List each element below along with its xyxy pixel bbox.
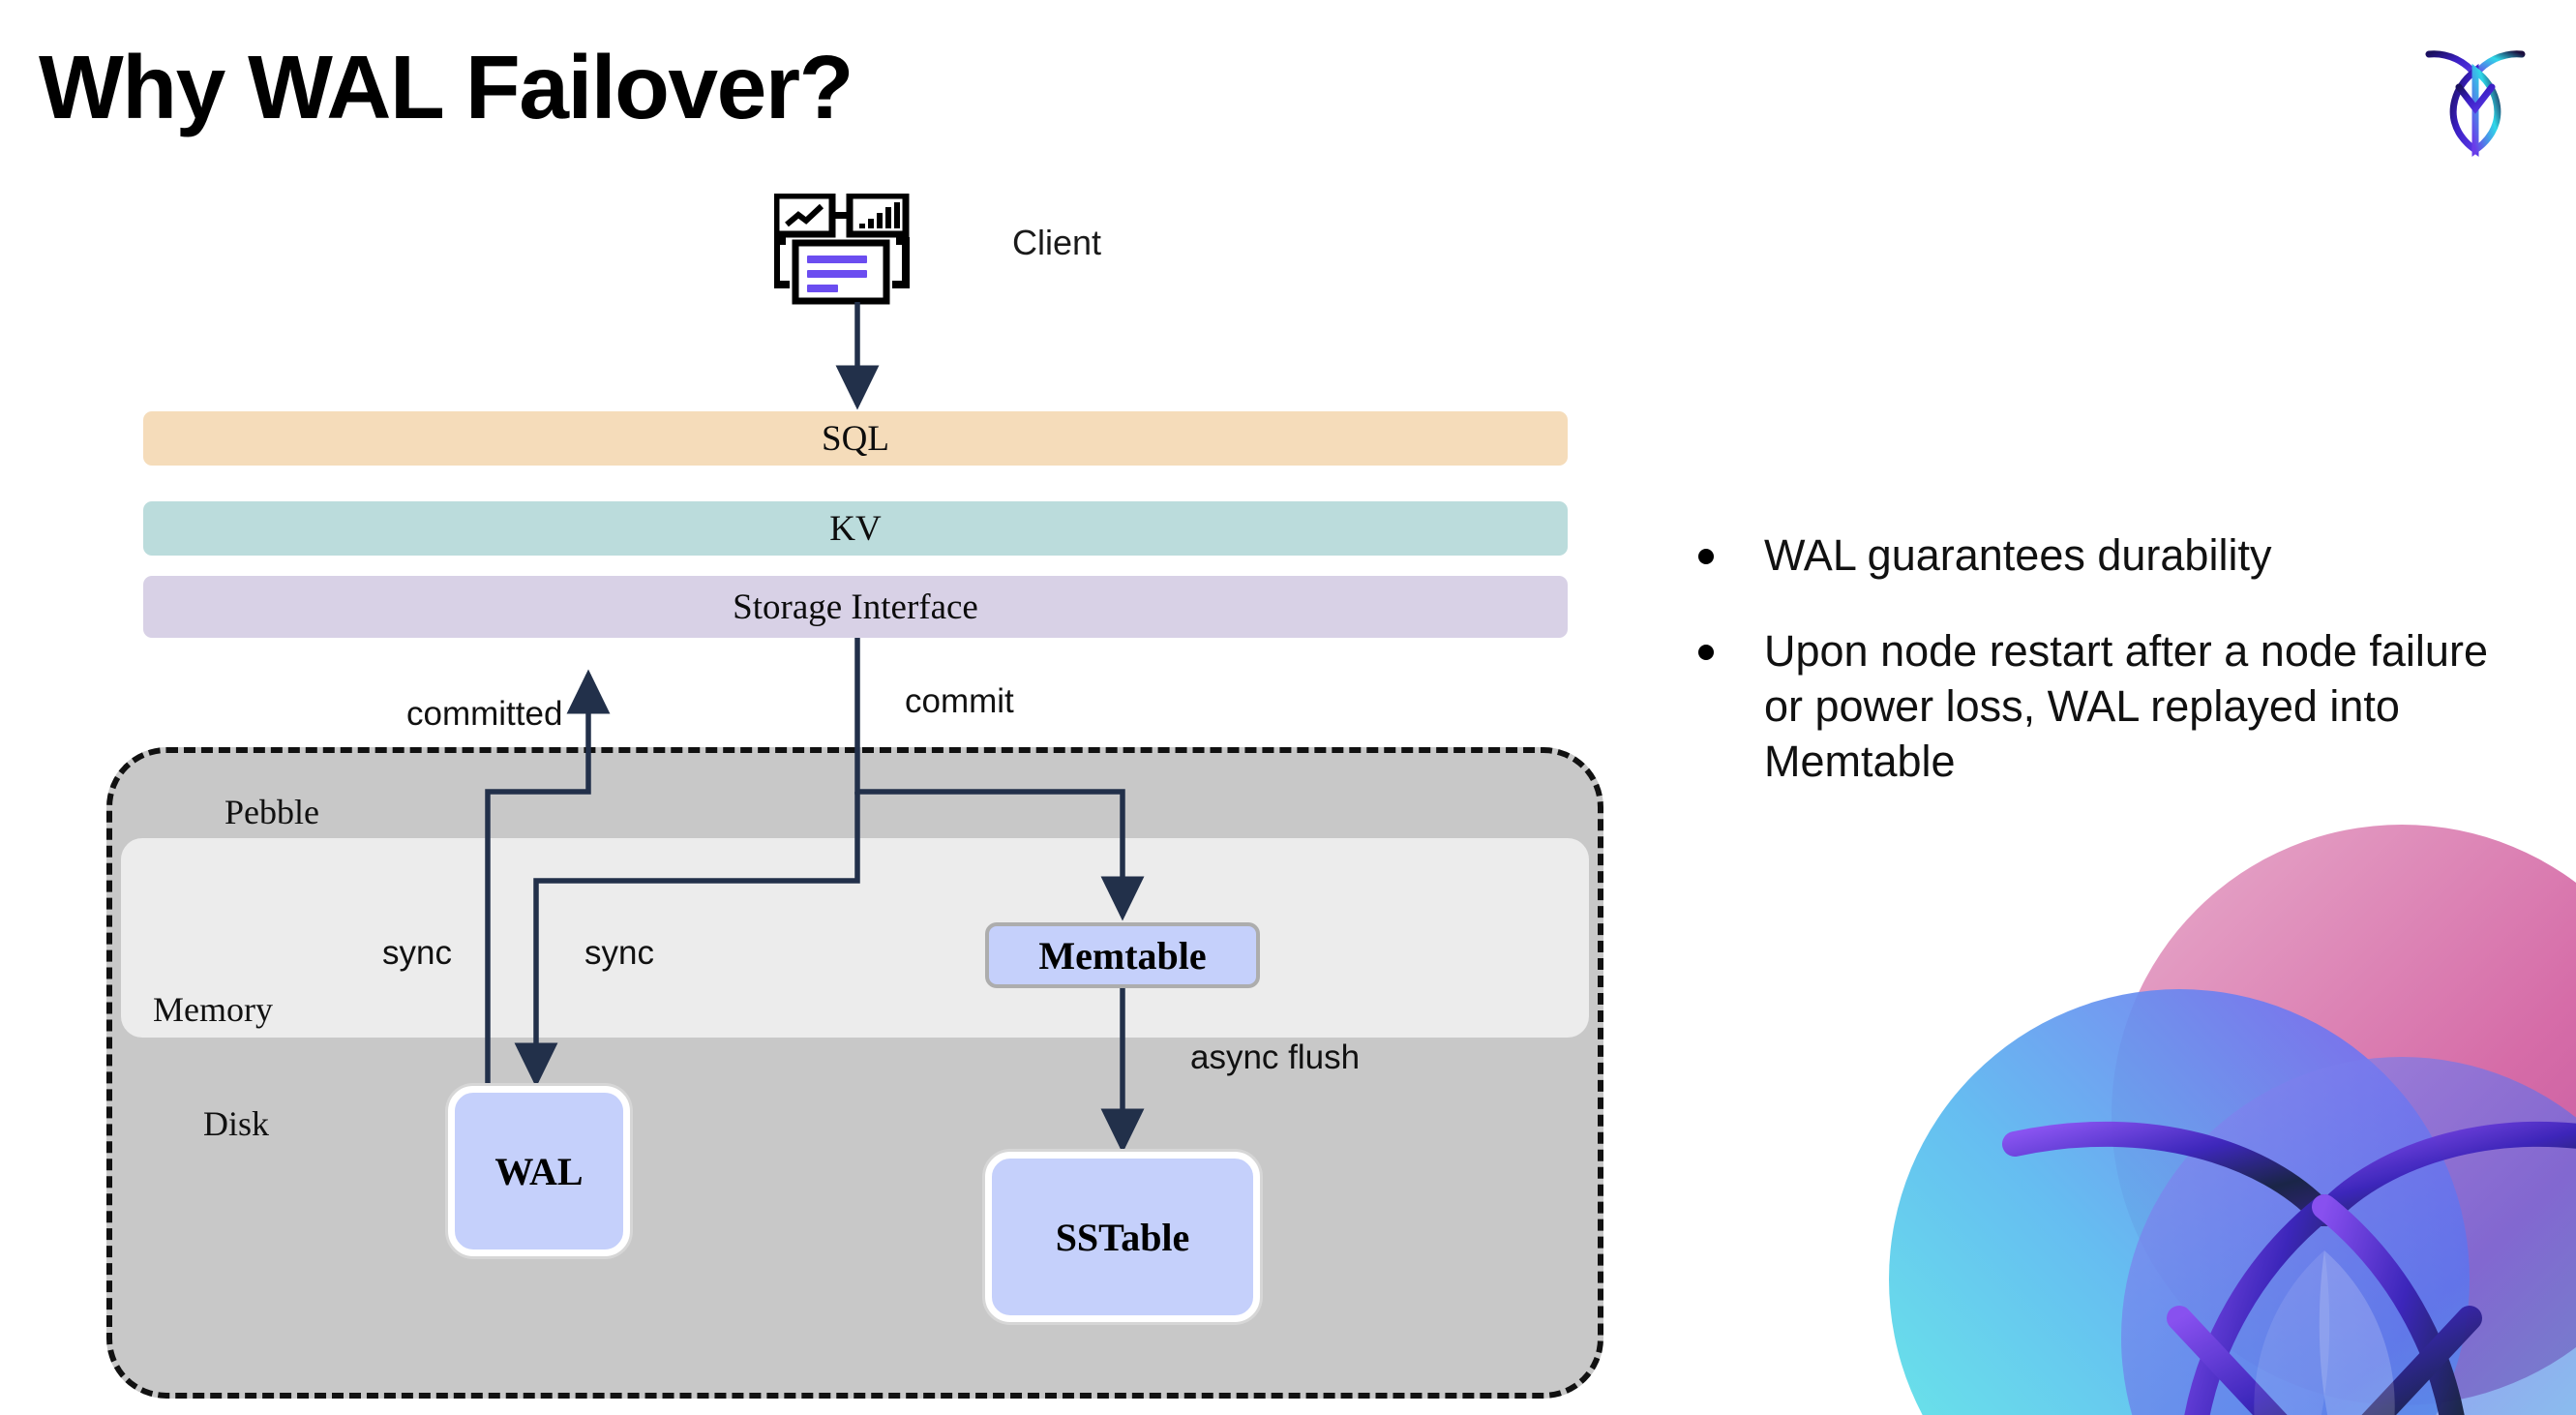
notes-list: WAL guarantees durability Upon node rest… bbox=[1698, 527, 2511, 830]
node-sstable: SSTable bbox=[985, 1152, 1260, 1322]
node-wal-label: WAL bbox=[494, 1149, 584, 1193]
layer-bar-storage-interface: Storage Interface bbox=[143, 576, 1568, 638]
layer-bar-kv: KV bbox=[143, 501, 1568, 556]
layer-bar-sql-label: SQL bbox=[822, 418, 889, 459]
bullet-dot-icon bbox=[1698, 549, 1714, 564]
node-wal: WAL bbox=[448, 1086, 630, 1256]
cockroachdb-logo-icon bbox=[2411, 31, 2539, 159]
memory-zone bbox=[121, 838, 1589, 1038]
client-dashboard-icon bbox=[772, 192, 929, 305]
pebble-label: Pebble bbox=[225, 793, 319, 831]
cockroachdb-watermark-icon bbox=[1860, 796, 2576, 1415]
edge-label-committed: committed bbox=[406, 695, 563, 733]
node-memtable-label: Memtable bbox=[1038, 933, 1207, 978]
list-item-label: Upon node restart after a node failure o… bbox=[1764, 626, 2488, 787]
edge-label-commit: commit bbox=[905, 682, 1014, 720]
layer-bar-storage-interface-label: Storage Interface bbox=[733, 587, 978, 627]
memory-zone-label: Memory bbox=[153, 990, 273, 1029]
client-label: Client bbox=[1012, 223, 1102, 262]
edge-label-sync-from-wal: sync bbox=[382, 934, 452, 972]
node-sstable-label: SSTable bbox=[1055, 1215, 1190, 1259]
layer-bar-sql: SQL bbox=[143, 411, 1568, 466]
disk-zone-label: Disk bbox=[203, 1104, 270, 1143]
list-item: WAL guarantees durability bbox=[1698, 527, 2511, 583]
edge-label-sync-to-wal: sync bbox=[584, 934, 654, 972]
node-memtable: Memtable bbox=[985, 922, 1260, 988]
list-item-label: WAL guarantees durability bbox=[1764, 530, 2272, 580]
bullet-dot-icon bbox=[1698, 645, 1714, 661]
list-item: Upon node restart after a node failure o… bbox=[1698, 623, 2511, 789]
layer-bar-kv-label: KV bbox=[829, 508, 882, 549]
edge-label-async-flush: async flush bbox=[1190, 1039, 1361, 1076]
page-title: Why WAL Failover? bbox=[39, 37, 854, 137]
